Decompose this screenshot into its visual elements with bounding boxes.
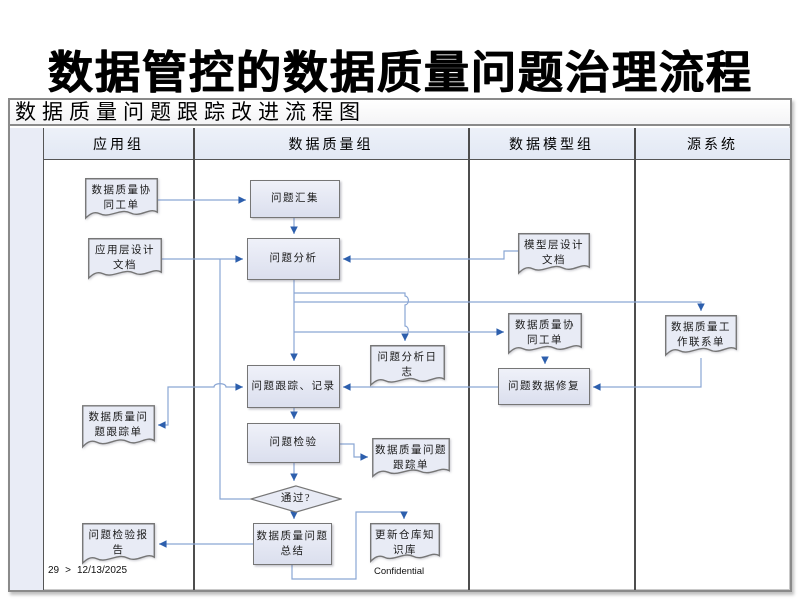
lane-divider	[193, 128, 195, 590]
node-app-track-sheet: 数据质量问 题跟踪单	[82, 405, 155, 453]
node-app-check-report: 问题检验报 告	[82, 523, 155, 569]
lane-header-dq: 数据质量组	[194, 128, 468, 160]
node-label: 应用层设计 文档	[95, 245, 155, 272]
page-title: 数据管控的数据质量问题治理流程	[47, 48, 753, 98]
node-model-collab-ticket: 数据质量协 同工单	[508, 313, 582, 359]
node-dq-track-sheet: 数据质量问题 跟踪单	[372, 438, 450, 482]
lane-header-label: 数据质量组	[288, 137, 374, 153]
node-issue-collect: 问题汇集	[250, 180, 340, 218]
node-issue-summary: 数据质量问题 总结	[253, 523, 332, 565]
slide-footer: 29 > 12/13/2025	[48, 565, 127, 576]
node-app-design-doc: 应用层设计 文档	[88, 238, 162, 284]
node-model-design-doc: 模型层设计 文档	[518, 233, 590, 279]
document-shape	[82, 523, 155, 569]
node-label: 通过?	[280, 493, 312, 505]
node-label: 数据质量协 同工单	[515, 320, 575, 347]
lane-margin-column	[10, 128, 44, 590]
confidential-label: Confidential	[374, 566, 425, 577]
node-label: 数据质量协 同工单	[91, 185, 152, 212]
document-shape	[665, 315, 737, 361]
footer-date: 12/13/2025	[76, 565, 128, 576]
lane-header-label: 源系统	[687, 137, 738, 153]
footer-separator: >	[65, 565, 71, 576]
node-app-collab-ticket: 数据质量协 同工单	[85, 178, 158, 224]
lane-divider	[634, 128, 636, 590]
node-label: 模型层设计 文档	[524, 240, 584, 267]
node-issue-check: 问题检验	[247, 423, 340, 463]
node-analysis-log: 问题分析日 志	[370, 345, 445, 391]
lane-header-model: 数据模型组	[469, 128, 634, 160]
node-label: 问题数据修复	[508, 380, 580, 392]
node-label: 数据质量问题 跟踪单	[375, 445, 447, 472]
node-label: 问题汇集	[271, 193, 319, 205]
lane-header-label: 数据模型组	[509, 137, 594, 153]
document-shape	[370, 345, 445, 391]
node-label: 数据质量工 作联系单	[671, 322, 731, 349]
node-issue-track: 问题跟踪、记录	[247, 365, 340, 408]
lane-header-source: 源系统	[635, 128, 790, 160]
node-label: 问题分析日 志	[377, 352, 438, 379]
node-label: 问题跟踪、记录	[251, 380, 336, 392]
node-label: 更新仓库知 识库	[375, 530, 435, 557]
node-label: 问题分析	[269, 253, 318, 265]
node-src-contact-sheet: 数据质量工 作联系单	[665, 315, 737, 361]
node-label: 数据质量问 题跟踪单	[88, 412, 149, 439]
document-shape	[518, 233, 590, 279]
page-number: 29	[48, 565, 60, 576]
node-pass-decision: 通过?	[250, 485, 342, 513]
node-data-repair: 问题数据修复	[498, 368, 590, 405]
flowchart-table: 数据质量问题跟踪改进流程图 应用组 数据质量组 数据模型组 源系统	[8, 98, 792, 592]
document-shape	[82, 405, 155, 453]
document-shape	[88, 238, 162, 284]
lane-divider	[468, 128, 470, 590]
diagram-caption: 数据质量问题跟踪改进流程图	[10, 100, 790, 126]
node-kb-update: 更新仓库知 识库	[370, 523, 440, 567]
document-shape	[85, 178, 158, 224]
lane-header-label: 应用组	[93, 137, 144, 153]
node-label: 问题检验报 告	[88, 530, 149, 557]
document-shape	[372, 438, 450, 482]
node-label: 问题检验	[269, 437, 318, 449]
document-shape	[508, 313, 582, 359]
lane-header-app: 应用组	[44, 128, 193, 160]
node-label: 数据质量问题 总结	[256, 530, 329, 557]
node-issue-analyze: 问题分析	[247, 238, 340, 280]
